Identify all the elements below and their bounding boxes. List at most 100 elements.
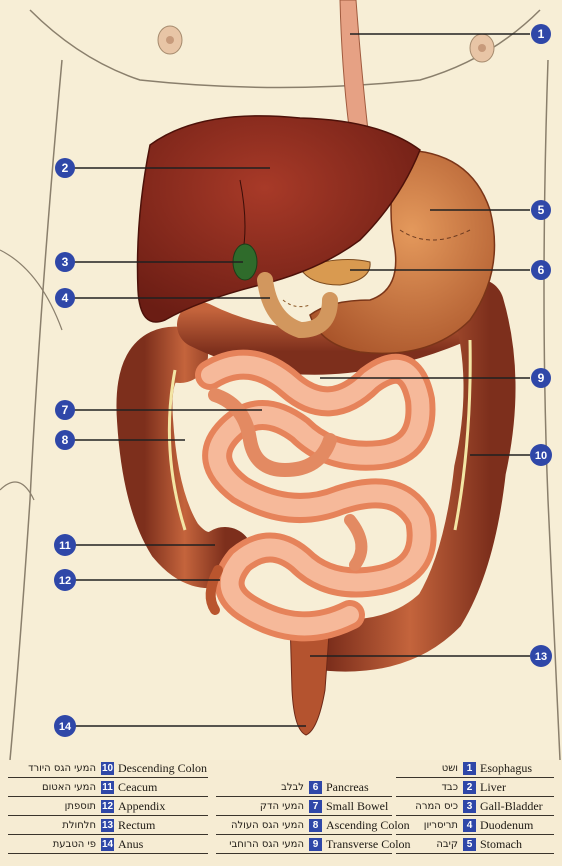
legend-english: Descending Colon [118,761,207,776]
legend-number: 10 [101,762,114,775]
callout-3: 3 [55,252,75,272]
callout-8: 8 [55,430,75,450]
callout-1-label: 1 [538,27,545,41]
legend-rule [216,815,392,816]
legend-hebrew: קיבה [396,839,461,850]
callout-10: 10 [530,444,552,466]
digestive-illustration: 1 2 3 4 5 6 7 8 9 10 11 12 13 14 [0,0,562,760]
legend-hebrew: המעי הגס העולה [216,820,307,831]
legend-item-anus: פי הטבעת14 Anus [8,836,143,853]
callout-7: 7 [55,400,75,420]
legend-rule [216,796,392,797]
callout-10-label: 10 [535,450,547,462]
legend-english: Duodenum [480,818,533,833]
legend-hebrew: פי הטבעת [8,839,99,850]
callout-9-label: 9 [538,371,545,385]
legend-rule [8,796,208,797]
legend-english: Liver [480,780,506,795]
legend-item-pancreas: לבלב6 Pancreas [216,779,369,796]
legend-hebrew: המעי הגס היורד [8,763,99,774]
legend-item-gall-bladder: כיס המרה3Gall-Bladder [396,798,543,815]
legend-english: Pancreas [326,780,369,795]
legend-number: 8 [309,819,322,832]
legend-item-stomach: קיבה5 Stomach [396,836,522,853]
left-nipple-center [166,36,174,44]
legend-rule [396,853,554,854]
legend-hebrew: ושט [396,763,461,774]
legend-english: Ceacum [118,780,157,795]
callout-4: 4 [55,288,75,308]
callout-2-label: 2 [62,161,69,175]
legend-rule [396,815,554,816]
legend-item-duodenum: תריסריון4 Duodenum [396,817,533,834]
callout-12: 12 [54,569,76,591]
legend-item-ceacum: המעי האטום11 Ceacum [8,779,157,796]
legend-item-descending-colon: המעי הגס היורד10 Descending Colon [8,760,207,777]
legend-number: 7 [309,800,322,813]
callout-6: 6 [531,260,551,280]
legend: המעי הגס היורד10 Descending Colon המעי הא… [0,756,562,866]
callout-11: 11 [54,534,76,556]
legend-hebrew: תוספתן [8,801,99,812]
legend-number: 6 [309,781,322,794]
callout-13: 13 [530,645,552,667]
legend-number: 11 [101,781,114,794]
legend-item-rectum: חלחולת13 Rectum [8,817,155,834]
callout-5: 5 [531,200,551,220]
legend-number: 1 [463,762,476,775]
legend-item-transverse-colon: המעי הגס הרוחבי9Transverse Colon [216,836,411,853]
legend-english: Rectum [118,818,155,833]
callout-3-label: 3 [62,255,69,269]
legend-number: 5 [463,838,476,851]
legend-hebrew: לבלב [216,782,307,793]
callout-6-label: 6 [538,263,545,277]
legend-english: Stomach [480,837,522,852]
callout-2: 2 [55,158,75,178]
legend-rule [396,777,554,778]
legend-number: 14 [101,838,114,851]
legend-item-small-bowel: המעי הדק7 Small Bowel [216,798,388,815]
legend-hebrew: כיס המרה [396,801,461,812]
right-nipple-center [478,44,486,52]
legend-number: 3 [463,800,476,813]
legend-rule [396,796,554,797]
legend-item-appendix: תוספתן12 Appendix [8,798,165,815]
legend-number: 4 [463,819,476,832]
callout-11-label: 11 [59,540,71,552]
legend-number: 12 [101,800,114,813]
legend-number: 2 [463,781,476,794]
legend-number: 9 [309,838,322,851]
legend-rule [216,853,392,854]
legend-english: Small Bowel [326,799,388,814]
legend-hebrew: המעי האטום [8,782,99,793]
callout-14-label: 14 [59,721,72,733]
legend-rule [8,853,208,854]
callout-1: 1 [531,24,551,44]
legend-item-esophagus: ושט1 Esophagus [396,760,532,777]
legend-hebrew: תריסריון [396,820,461,831]
legend-hebrew: המעי הגס הרוחבי [216,839,307,850]
callout-12-label: 12 [59,575,71,587]
legend-number: 13 [101,819,114,832]
legend-english: Anus [118,837,143,852]
legend-hebrew: חלחולת [8,820,99,831]
callout-4-label: 4 [62,291,69,305]
legend-rule [8,777,208,778]
legend-english: Appendix [118,799,165,814]
legend-item-liver: כבד2 Liver [396,779,506,796]
callout-13-label: 13 [535,651,547,663]
legend-hebrew: המעי הדק [216,801,307,812]
legend-rule [216,834,392,835]
legend-rule [8,834,208,835]
legend-rule [396,834,554,835]
legend-rule [8,815,208,816]
callout-14: 14 [54,715,76,737]
legend-english: Esophagus [480,761,532,776]
legend-hebrew: כבד [396,782,461,793]
legend-item-ascending-colon: המעי הגס העולה8Ascending Colon [216,817,410,834]
callout-5-label: 5 [538,203,545,217]
callout-9: 9 [531,368,551,388]
callout-7-label: 7 [62,403,69,417]
callout-8-label: 8 [62,433,69,447]
